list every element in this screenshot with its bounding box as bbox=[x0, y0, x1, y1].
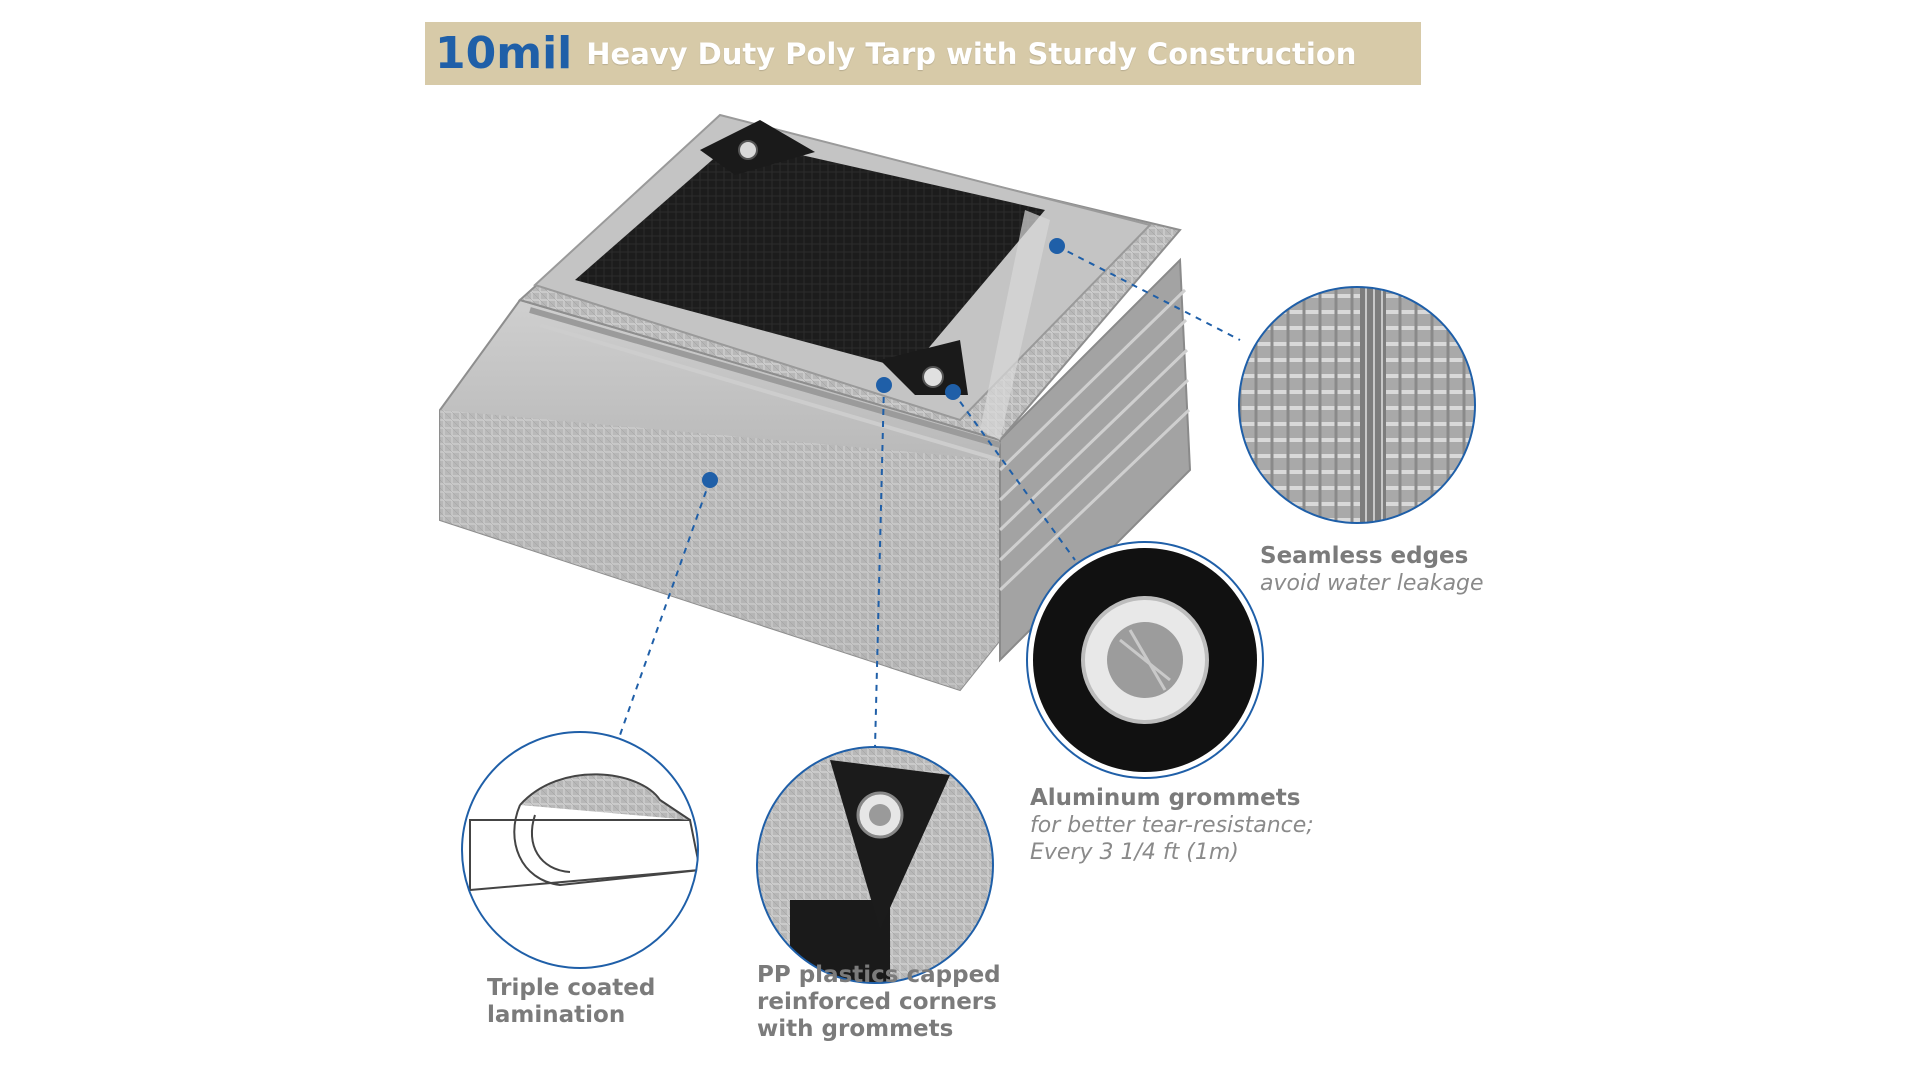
thickness-label: 10mil bbox=[435, 28, 573, 79]
folded-tarp bbox=[439, 113, 1192, 692]
seamless-edges-label: Seamless edges avoid water leakage bbox=[1260, 543, 1484, 597]
corners-label: PP plastics capped reinforced corners wi… bbox=[757, 962, 1001, 1043]
corners-line2: reinforced corners bbox=[757, 989, 997, 1015]
lamination-line1: Triple coated bbox=[487, 975, 656, 1001]
grommets-line2: Every 3 1/4 ft (1m) bbox=[1030, 840, 1239, 865]
callout-dots bbox=[702, 238, 1065, 488]
lamination-line2: lamination bbox=[487, 1002, 626, 1028]
corners-line3: with grommets bbox=[757, 1016, 954, 1042]
lamination-icon bbox=[461, 731, 699, 969]
grommet-zoom bbox=[1026, 541, 1264, 779]
grommet-icon bbox=[700, 120, 968, 395]
callout-lines bbox=[619, 245, 1241, 749]
grommets-line1: for better tear-resistance; bbox=[1030, 813, 1314, 838]
banner-title: Heavy Duty Poly Tarp with Sturdy Constru… bbox=[586, 36, 1357, 71]
seamless-title: Seamless edges bbox=[1260, 543, 1469, 569]
grommets-label: Aluminum grommets for better tear-resist… bbox=[1030, 785, 1314, 866]
corners-line1: PP plastics capped bbox=[757, 962, 1001, 988]
seamless-subtitle: avoid water leakage bbox=[1260, 571, 1484, 596]
title-banner: 10mil Heavy Duty Poly Tarp with Sturdy C… bbox=[425, 22, 1421, 85]
woven-edge-icon bbox=[1238, 286, 1476, 524]
lamination-label: Triple coated lamination bbox=[487, 975, 655, 1029]
grommets-title: Aluminum grommets bbox=[1030, 785, 1301, 811]
corner-cap-icon bbox=[756, 746, 994, 984]
